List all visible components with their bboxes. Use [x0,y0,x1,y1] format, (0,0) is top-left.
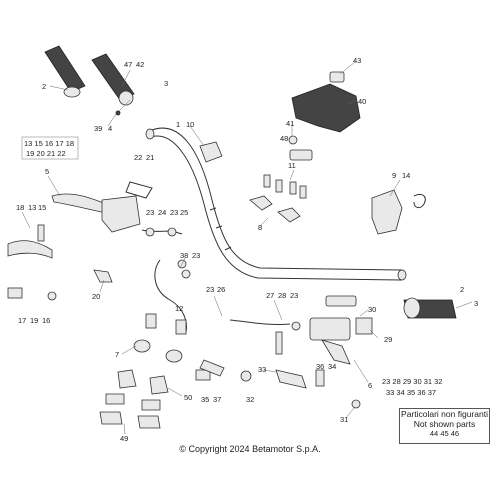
callout-23-c: 23 [192,251,200,260]
callout-24: 24 [158,208,166,217]
notice-line-english: Not shown parts [413,419,476,429]
part-20 [93,269,113,283]
callout-36: 36 [316,362,324,371]
callout-50: 50 [184,393,192,402]
callout-34: 34 [328,362,336,371]
callout-31: 31 [340,415,348,424]
group-right: 23 28 29 30 31 32 33 34 35 36 37 [382,377,442,397]
notice-line-italian: Particolari non figuranti [401,409,488,419]
group-top-left-line1: 13 15 16 17 18 [24,139,74,148]
callout-numbers: 2 47 42 3 39 4 43 40 1 10 41 48 22 21 11… [16,56,478,443]
callout-40: 40 [358,97,366,106]
callout-3-right: 3 [474,299,478,308]
callout-8: 8 [258,223,262,232]
callout-35: 35 [201,395,209,404]
part-10 [199,141,223,163]
group-right-line1: 23 28 29 30 31 32 [382,377,442,386]
callout-38: 38 [180,251,188,260]
callout-49: 49 [120,434,128,443]
callout-14: 14 [402,171,410,180]
left-grip-set [44,45,135,116]
callout-7: 7 [115,350,119,359]
callout-22: 22 [134,153,142,162]
callout-5: 5 [45,167,49,176]
notice-part-numbers: 44 45 46 [429,429,460,438]
leader-lines [21,61,473,435]
callout-16: 16 [42,316,50,325]
callout-23-d: 23 [206,285,214,294]
callout-1: 1 [176,120,180,129]
callout-26: 26 [217,285,225,294]
callout-17: 17 [18,316,26,325]
callout-23-b: 23 [170,208,178,217]
callout-3-left: 3 [164,79,168,88]
callout-27: 27 [266,291,274,300]
callout-30: 30 [368,305,376,314]
right-switch [371,189,426,235]
group-top-left-line2: 19 20 21 22 [26,149,66,158]
callout-42: 42 [136,60,144,69]
callout-29: 29 [384,335,392,344]
callout-41: 41 [286,119,294,128]
callout-12: 12 [175,304,183,313]
callout-47: 47 [124,60,132,69]
callout-39: 39 [94,124,102,133]
callout-2-left: 2 [42,82,46,91]
right-grip [403,297,457,319]
copyright-notice: © Copyright 2024 Betamotor S.p.A. [179,444,321,454]
not-shown-parts-box: Particolari non figuranti Not shown part… [399,408,490,444]
group-right-line2: 33 34 35 36 37 [386,388,436,397]
clutch-lever-assembly [7,193,141,301]
callout-15: 15 [38,203,46,212]
callout-20: 20 [92,292,100,301]
callout-43: 43 [353,56,361,65]
clamp-bolts [249,174,307,223]
cable-clip [125,181,153,199]
front-brake-master-cylinder [229,295,373,365]
lower-small-parts [99,313,361,429]
callout-2-right: 2 [460,285,464,294]
callout-10: 10 [186,120,194,129]
group-top-left: 13 15 16 17 18 19 20 21 22 [21,136,79,160]
callout-13: 13 [28,203,36,212]
callout-11: 11 [288,161,296,170]
callout-23-a: 23 [146,208,154,217]
callout-18: 18 [16,203,24,212]
callout-32: 32 [246,395,254,404]
callout-33: 33 [258,365,266,374]
callout-48: 48 [280,134,288,143]
callout-37: 37 [213,395,221,404]
callout-4: 4 [108,124,112,133]
callout-19: 19 [30,316,38,325]
callout-25: 25 [180,208,188,217]
handlebar-clamp-cover [288,71,361,161]
callout-21: 21 [146,153,154,162]
callout-23-e: 23 [290,291,298,300]
callout-6: 6 [368,381,372,390]
callout-28: 28 [278,291,286,300]
callout-9: 9 [392,171,396,180]
handlebar [145,127,407,281]
